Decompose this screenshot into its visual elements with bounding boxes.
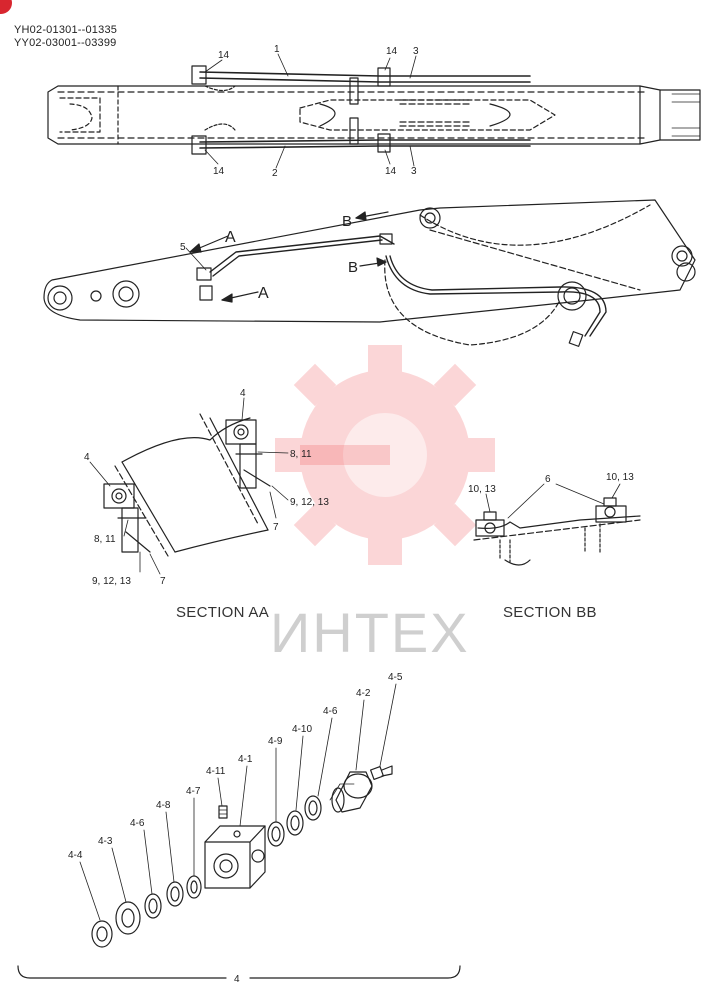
footer-group-label: 4 (234, 974, 240, 985)
callout-5: 5 (180, 242, 186, 253)
boom-top-view (47, 53, 701, 169)
footer-bracket-left (17, 965, 227, 979)
callout-7: 7 (160, 576, 166, 587)
callout-4-5: 4-5 (388, 672, 403, 683)
serial-range-1: YH02-01301--01335 (14, 24, 118, 36)
callout-2: 2 (272, 168, 278, 179)
callout-4-3: 4-3 (98, 836, 113, 847)
callout-4-8: 4-8 (156, 800, 171, 811)
section-arrow-b: B (348, 259, 358, 276)
callout-4: 4 (240, 388, 246, 399)
callout-10-13: 10, 13 (606, 472, 634, 483)
callout-7: 7 (273, 522, 279, 533)
section-bb-title: SECTION BB (503, 604, 597, 621)
callout-14: 14 (218, 50, 230, 61)
callout-4-2: 4-2 (356, 688, 371, 699)
section-aa-drawing (89, 397, 289, 575)
callout-14: 14 (385, 166, 397, 177)
page-marker-badge (0, 0, 12, 14)
callout-4-6: 4-6 (323, 706, 338, 717)
clamp-exploded-view (79, 683, 397, 948)
callout-1: 1 (274, 44, 280, 55)
callout-14: 14 (213, 166, 225, 177)
callout-4-4: 4-4 (68, 850, 83, 861)
section-arrow-b: B (342, 213, 352, 230)
section-aa-title: SECTION AA (176, 604, 270, 621)
callout-4-7: 4-7 (186, 786, 201, 797)
callout-8-11: 8, 11 (290, 449, 312, 460)
callout-3: 3 (411, 166, 417, 177)
section-arrow-a: A (258, 285, 269, 302)
callout-4-9: 4-9 (268, 736, 283, 747)
footer-bracket-right (249, 965, 461, 979)
callout-4-11: 4-11 (206, 766, 226, 777)
callout-10-13: 10, 13 (468, 484, 496, 495)
callout-6: 6 (545, 474, 551, 485)
callout-8-11: 8, 11 (94, 534, 116, 545)
callout-14: 14 (386, 46, 398, 57)
section-arrow-a: A (225, 229, 236, 246)
section-bb-drawing (473, 483, 641, 566)
callout-4-10: 4-10 (292, 724, 312, 735)
callout-9-12-13: 9, 12, 13 (290, 497, 329, 508)
boom-side-view (43, 199, 696, 347)
callout-4-1: 4-1 (238, 754, 253, 765)
watermark-text: ИНТЕХ (270, 601, 470, 664)
callout-4-6: 4-6 (130, 818, 145, 829)
serial-range-2: YY02-03001--03399 (14, 37, 117, 49)
callout-4: 4 (84, 452, 90, 463)
callout-9-12-13: 9, 12, 13 (92, 576, 131, 587)
callout-3: 3 (413, 46, 419, 57)
